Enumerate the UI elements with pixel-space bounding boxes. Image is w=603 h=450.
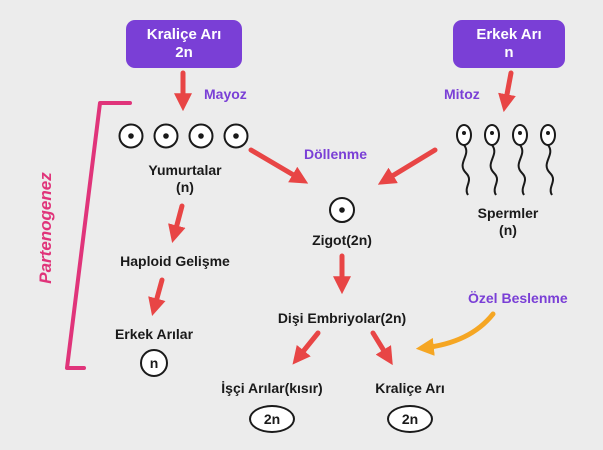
egg-cell-icon <box>223 123 249 149</box>
male-bees-ploidy-badge: n <box>140 349 168 377</box>
zygote-cell-icon <box>329 197 355 223</box>
eggs-label: Yumurtalar (n) <box>148 162 221 196</box>
arrow-drone-to-sperm <box>498 70 516 113</box>
arrow-eggs-to-haploid <box>168 203 186 243</box>
sperm-cell-icon <box>456 124 472 196</box>
sperm-label: Spermler (n) <box>478 205 539 239</box>
arrow-embryos-to-workers <box>292 330 321 365</box>
arrow-sperm-to-zygote <box>377 147 438 185</box>
drone-bee-box: Erkek Arı n <box>453 20 565 68</box>
arrow-special-feeding <box>415 311 496 356</box>
egg-cell-icon <box>188 123 214 149</box>
egg-cell-icon <box>153 123 179 149</box>
arrow-haploid-to-male <box>148 277 166 316</box>
queen-bee-box-title: Kraliçe Arı <box>146 26 222 43</box>
worker-bees-ploidy-badge: 2n <box>249 405 295 433</box>
mitosis-label: Mitoz <box>444 86 480 102</box>
sperm-cells <box>456 124 556 196</box>
queen-bee-box-ploidy: 2n <box>175 44 193 61</box>
special-feeding-label: Özel Beslenme <box>468 290 568 306</box>
worker-bees-label: İşçi Arılar(kısır) <box>221 380 323 396</box>
egg-cell-icon <box>118 123 144 149</box>
sperm-cell-icon <box>540 124 556 196</box>
zygote-label: Zigot(2n) <box>312 232 372 248</box>
eggs-label-name: Yumurtalar <box>148 162 222 178</box>
arrow-embryos-to-queen <box>370 330 393 366</box>
drone-bee-box-title: Erkek Arı <box>476 26 542 43</box>
male-bees-label: Erkek Arılar <box>114 326 194 342</box>
fertilization-label: Döllenme <box>304 146 368 162</box>
queen-bee-box: Kraliçe Arı 2n <box>126 20 242 68</box>
female-embryos-label: Dişi Embriyolar(2n) <box>277 310 407 326</box>
sperm-cell-icon <box>512 124 528 196</box>
meiosis-label: Mayoz <box>204 86 247 102</box>
haploid-development-label: Haploid Gelişme <box>120 253 230 269</box>
queen-bee-label: Kraliçe Arı <box>375 380 445 396</box>
arrow-eggs-to-zygote <box>248 147 309 184</box>
egg-cells <box>118 123 249 149</box>
queen-bee-ploidy-badge: 2n <box>387 405 433 433</box>
parthenogenesis-bracket <box>65 101 132 370</box>
parthenogenesis-label: Partenogenez <box>36 172 55 284</box>
sperm-cell-icon <box>484 124 500 196</box>
eggs-label-ploidy: (n) <box>176 179 194 195</box>
drone-bee-box-ploidy: n <box>504 44 514 61</box>
sperm-label-name: Spermler <box>477 205 539 221</box>
sperm-label-ploidy: (n) <box>499 222 517 238</box>
